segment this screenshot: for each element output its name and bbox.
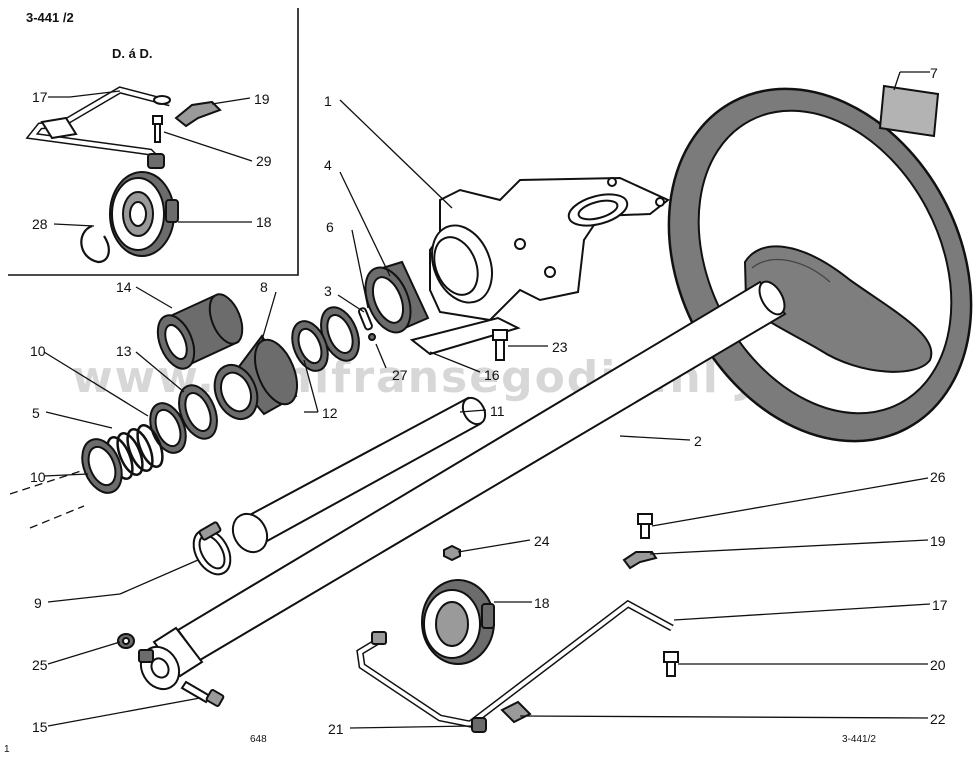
page-number: 648 [250, 734, 267, 745]
column-tube [231, 396, 487, 554]
clip-19 [622, 551, 658, 570]
callout-26: 26 [930, 469, 946, 485]
nut-24 [443, 544, 461, 562]
callout-23: 23 [552, 339, 568, 355]
pin-6 [358, 307, 373, 331]
bolt-15 [180, 680, 225, 707]
steering-wheel [667, 87, 973, 443]
callout-3: 3 [324, 283, 332, 299]
callout-14: 14 [116, 279, 132, 295]
callout-17-inset: 17 [32, 89, 48, 105]
callout-24: 24 [534, 533, 550, 549]
ball-27 [368, 333, 376, 341]
callout-25: 25 [32, 657, 48, 673]
switch-18 [421, 579, 495, 665]
inset-panel: 3-441 /2 D. á D. 17 19 [8, 8, 299, 276]
bush-14 [156, 293, 244, 370]
bellows-8 [213, 334, 298, 421]
horn-badge [878, 84, 940, 138]
callout-19-inset: 19 [254, 91, 270, 107]
inset-rod-end [153, 95, 171, 105]
callout-16: 16 [484, 367, 500, 383]
callout-12: 12 [322, 405, 338, 421]
callout-19: 19 [930, 533, 946, 549]
callout-5: 5 [32, 405, 40, 421]
inset-clip [174, 100, 222, 128]
column-bracket [429, 176, 670, 322]
nut-25 [117, 633, 135, 649]
callout-20: 20 [930, 657, 946, 673]
inset-title: D. á D. [112, 46, 152, 61]
top-reference: 3-441 /2 [26, 10, 74, 25]
bush-4 [364, 260, 430, 334]
callout-21: 21 [328, 721, 344, 737]
callout-29: 29 [256, 153, 272, 169]
washer-10-lower [81, 438, 123, 494]
callout-10-upper: 10 [30, 343, 46, 359]
nut-21 [471, 717, 487, 733]
callout-13: 13 [116, 343, 132, 359]
callout-22: 22 [930, 711, 946, 727]
clamp-plate [409, 316, 521, 356]
bolt-20 [663, 651, 679, 677]
spring-5 [106, 424, 164, 480]
tube-clamp [192, 521, 232, 576]
ring-3 [320, 306, 360, 362]
clip-22 [500, 700, 532, 724]
corner-number: 1 [4, 744, 10, 755]
callout-9: 9 [34, 595, 42, 611]
inset-bolt-head [152, 115, 163, 125]
inset-circlip [80, 224, 110, 264]
callout-15: 15 [32, 719, 48, 735]
callout-7: 7 [930, 65, 938, 81]
callout-2: 2 [694, 433, 702, 449]
callout-18: 18 [534, 595, 550, 611]
inset-switch [109, 171, 179, 257]
callout-11: 11 [490, 403, 505, 419]
inset-clamp [40, 116, 78, 140]
callout-27: 27 [392, 367, 408, 383]
bottom-reference: 3-441/2 [842, 734, 876, 745]
callout-18-inset: 18 [256, 214, 272, 230]
inset-nut [147, 153, 165, 169]
bolt-26 [637, 513, 653, 539]
leader-lines [43, 71, 931, 729]
callout-10-lower: 10 [30, 469, 46, 485]
callout-6: 6 [326, 219, 334, 235]
bolt-23 [492, 329, 508, 361]
callout-8: 8 [260, 279, 268, 295]
inset-bolt-shank [154, 123, 161, 143]
ring-12 [291, 320, 329, 372]
steering-shaft [138, 280, 787, 691]
ring-13 [178, 384, 218, 440]
callout-1: 1 [324, 93, 332, 109]
callout-4: 4 [324, 157, 332, 173]
callout-28: 28 [32, 216, 48, 232]
callout-17: 17 [932, 597, 948, 613]
